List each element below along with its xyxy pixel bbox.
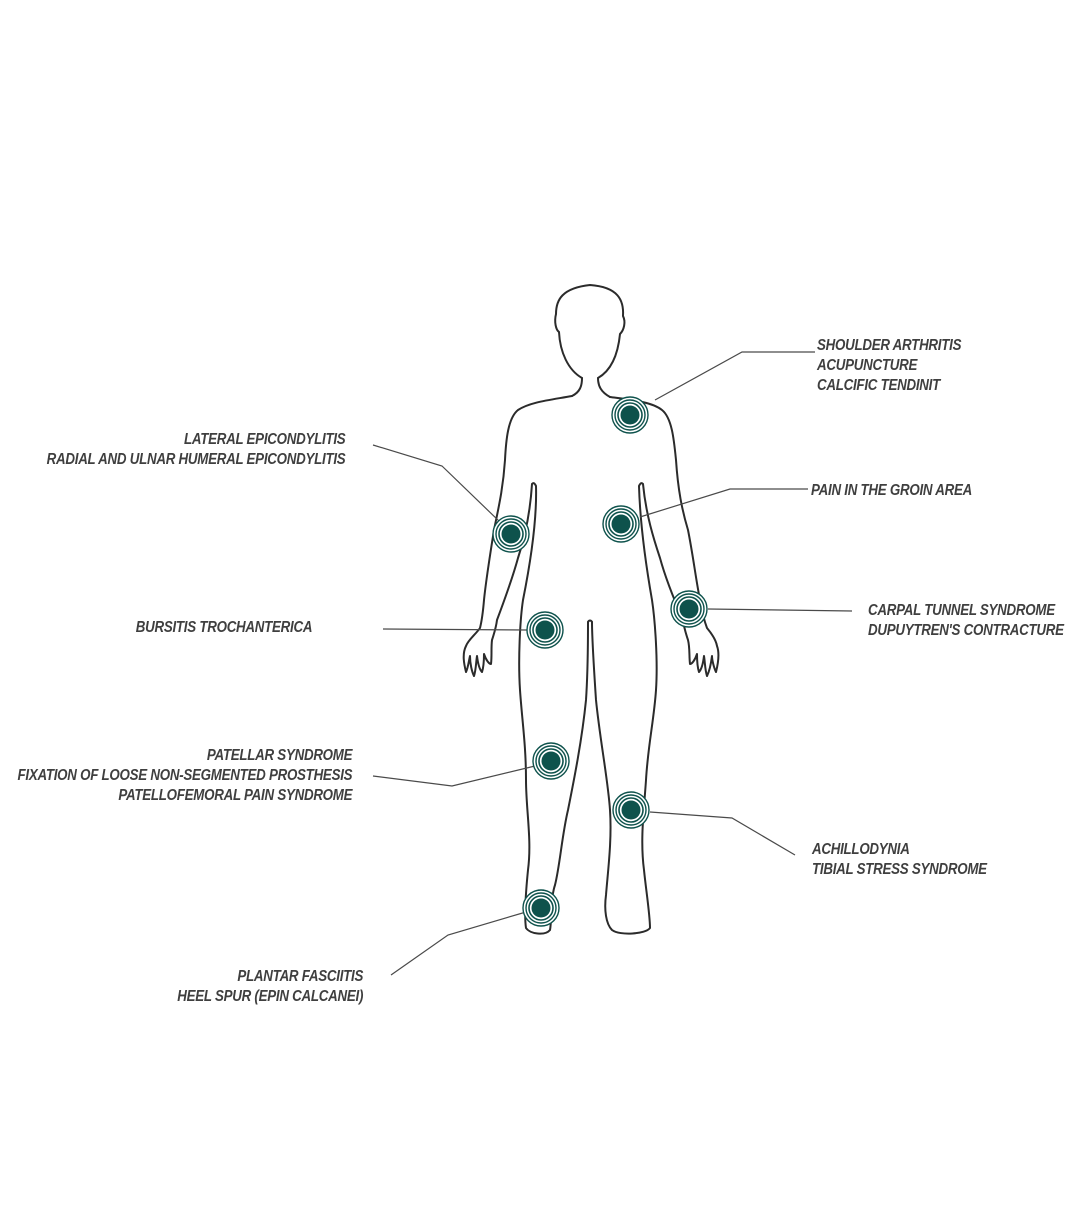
marker-ring [614, 399, 646, 431]
label-shoulder-line-1: SHOULDER ARTHRITIS [817, 337, 962, 354]
label-hip: BURSITIS TROCHANTERICA [135, 618, 312, 638]
marker-dot [501, 524, 521, 544]
pain-marker-shoulder [611, 396, 649, 434]
head-outline [554, 284, 626, 379]
label-carpal-line-2: DUPUYTREN'S CONTRACTURE [868, 622, 1064, 639]
leader-line-shoulder [654, 351, 815, 401]
leader-line-elbow [372, 444, 501, 523]
label-groin: PAIN IN THE GROIN AREA [811, 481, 972, 501]
leader-line-groin [639, 488, 808, 518]
marker-dot [531, 898, 551, 918]
label-achilles: ACHILLODYNIA TIBIAL STRESS SYNDROME [812, 840, 987, 880]
marker-ring [495, 518, 527, 550]
neck-outline [571, 377, 583, 397]
marker-dot [611, 514, 631, 534]
leader-line-heel [390, 911, 527, 976]
label-knee-line-2: FIXATION OF LOOSE NON-SEGMENTED PROSTHES… [17, 767, 352, 784]
leader-lines [372, 351, 853, 976]
marker-ring [673, 593, 705, 625]
pain-marker-groin [602, 505, 640, 543]
marker-ring [618, 797, 644, 823]
label-carpal: CARPAL TUNNEL SYNDROME DUPUYTREN'S CONTR… [868, 601, 1064, 641]
label-hip-line-1: BURSITIS TROCHANTERICA [135, 619, 312, 636]
right-arm-outline [591, 396, 720, 935]
label-achilles-line-2: TIBIAL STRESS SYNDROME [812, 861, 987, 878]
label-heel-line-2: HEEL SPUR (EPIN CALCANEI) [177, 988, 363, 1005]
marker-ring [535, 745, 567, 777]
label-elbow: LATERAL EPICONDYLITIS RADIAL AND ULNAR H… [46, 430, 345, 470]
marker-ring [605, 508, 637, 540]
marker-ring [528, 895, 554, 921]
label-achilles-line-1: ACHILLODYNIA [812, 841, 910, 858]
marker-ring [538, 748, 564, 774]
label-elbow-line-2: RADIAL AND ULNAR HUMERAL EPICONDYLITIS [46, 451, 345, 468]
marker-dot [679, 599, 699, 619]
pain-marker-knee [532, 742, 570, 780]
label-knee-line-3: PATELLOFEMORAL PAIN SYNDROME [118, 787, 352, 804]
label-heel: PLANTAR FASCIITIS HEEL SPUR (EPIN CALCAN… [177, 967, 363, 1007]
marker-dot [535, 620, 555, 640]
neck-outline-right [597, 377, 611, 398]
pain-markers [492, 396, 708, 927]
pain-marker-elbow [492, 515, 530, 553]
label-shoulder-line-3: CALCIFIC TENDINIT [817, 377, 940, 394]
label-carpal-line-1: CARPAL TUNNEL SYNDROME [868, 602, 1055, 619]
label-shoulder: SHOULDER ARTHRITIS ACUPUNCTURE CALCIFIC … [817, 336, 961, 396]
leader-line-hip [382, 628, 528, 631]
label-heel-line-1: PLANTAR FASCIITIS [237, 968, 363, 985]
pain-marker-heel [522, 889, 560, 927]
left-arm-outline [462, 395, 589, 935]
marker-ring [615, 794, 647, 826]
label-elbow-line-1: LATERAL EPICONDYLITIS [183, 431, 346, 448]
crotch-outline [587, 619, 593, 623]
marker-ring [617, 402, 643, 428]
marker-ring [676, 596, 702, 622]
marker-ring [529, 614, 561, 646]
leader-line-achilles [649, 811, 796, 856]
pain-marker-carpal [670, 590, 708, 628]
marker-ring [532, 617, 558, 643]
leader-line-carpal [707, 608, 853, 612]
label-knee-line-1: PATELLAR SYNDROME [206, 747, 353, 764]
leader-line-knee [372, 765, 536, 787]
label-knee: PATELLAR SYNDROME FIXATION OF LOOSE NON-… [17, 746, 352, 806]
pain-marker-achilles [612, 791, 650, 829]
marker-dot [620, 405, 640, 425]
pain-marker-hip [526, 611, 564, 649]
marker-ring [525, 892, 557, 924]
marker-ring [498, 521, 524, 547]
marker-dot [541, 751, 561, 771]
label-shoulder-line-2: ACUPUNCTURE [817, 357, 918, 374]
marker-dot [621, 800, 641, 820]
label-groin-line-1: PAIN IN THE GROIN AREA [811, 482, 972, 499]
marker-ring [608, 511, 634, 537]
